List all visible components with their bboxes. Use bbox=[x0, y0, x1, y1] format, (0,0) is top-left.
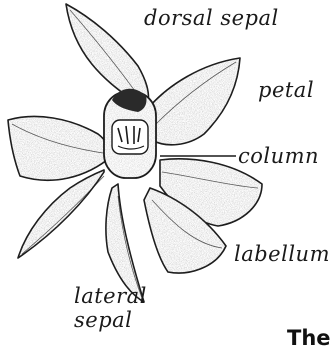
caption-fragment: The bbox=[287, 326, 331, 350]
label-lateral-sepal: lateral sepal bbox=[74, 284, 147, 332]
label-labellum: labellum bbox=[234, 244, 330, 265]
label-lateral-line1: lateral bbox=[74, 284, 147, 308]
label-column: column bbox=[238, 146, 319, 167]
label-dorsal-sepal: dorsal sepal bbox=[144, 8, 279, 29]
column-shape bbox=[104, 89, 156, 178]
label-lateral-line2: sepal bbox=[74, 308, 147, 332]
label-petal: petal bbox=[258, 80, 314, 101]
